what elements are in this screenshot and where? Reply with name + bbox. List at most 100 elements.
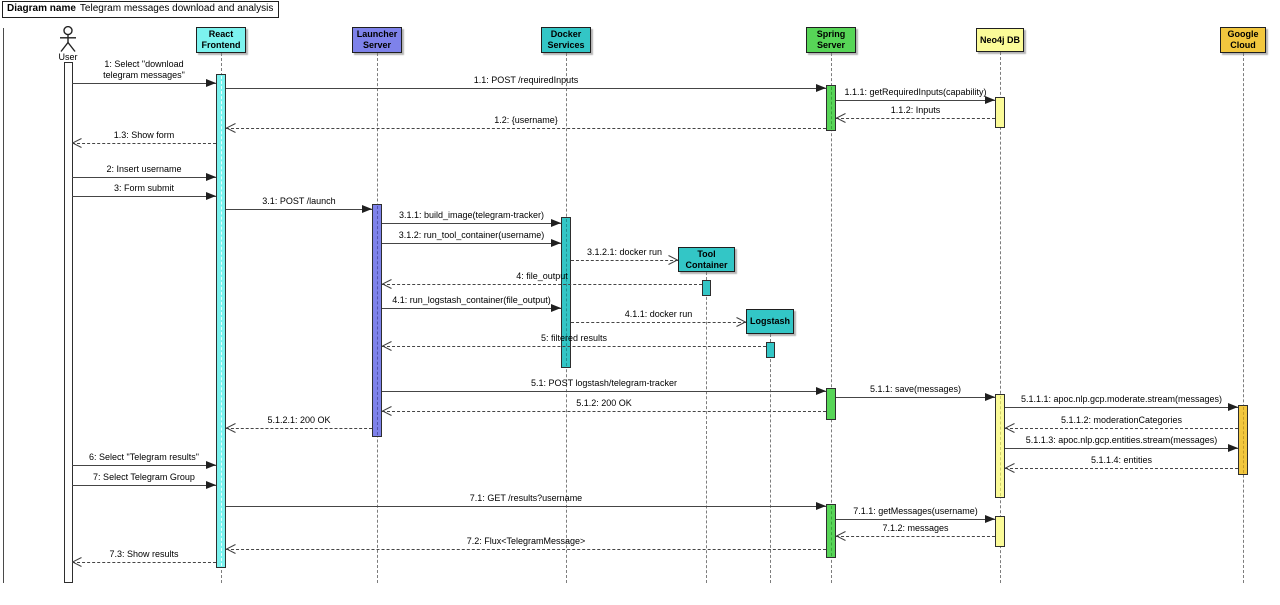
message-line-6 [72,465,216,466]
message-label-7-2: 7.2: Flux<TelegramMessage> [466,536,586,546]
message-label-1-1: 1.1: POST /requiredInputs [473,75,579,85]
message-label-3-1-2-1: 3.1.2.1: docker run [586,247,663,257]
lifeline-dash [377,206,378,435]
arrowhead-icon [816,386,826,395]
message-label-2: 2: Insert username [106,164,182,174]
message-line-7-1-2 [836,536,995,537]
message-label-7-1-2: 7.1.2: messages [882,523,949,533]
message-line-1-3 [72,143,216,144]
message-line-7-3 [72,562,216,563]
arrowhead-icon [382,279,392,289]
message-label-7-1: 7.1: GET /results?username [469,493,583,503]
message-line-4 [382,284,702,285]
participant-logstash: Logstash [746,309,794,334]
message-line-5-1 [382,391,826,392]
activation-tool-container-0 [701,280,711,296]
lifeline-dash [831,87,832,129]
arrowhead-icon [382,341,392,351]
message-line-5-1-2 [382,411,826,412]
message-line-4-1-1 [571,322,746,323]
message-label-1-1-1: 1.1.1: getRequiredInputs(capability) [844,87,987,97]
message-line-5-1-1-4 [1005,468,1238,469]
activation-spring-server-1 [826,388,836,420]
actor-icon [55,25,81,58]
message-line-1-1-2 [836,118,995,119]
message-label-7-3: 7.3: Show results [109,549,179,559]
participant-launcher-server: Launcher Server [352,27,402,53]
diagram-title-text: Telegram messages download and analysis [79,3,274,14]
arrowhead-icon [206,172,216,181]
lifeline-dash [566,219,567,366]
arrowhead-icon [985,392,995,401]
participant-spring-server: Spring Server [806,27,856,53]
arrowhead-icon [736,317,746,327]
message-label-4-1: 4.1: run_logstash_container(file_output) [392,295,551,305]
message-line-5-1-1-1 [1005,407,1238,408]
message-label-6: 6: Select "Telegram results" [89,452,199,462]
arrowhead-icon [206,191,216,200]
message-label-5-1-2-1: 5.1.2.1: 200 OK [267,415,331,425]
arrowhead-icon [836,113,846,123]
message-line-5-1-2-1 [226,428,372,429]
activation-user-0 [63,62,73,583]
message-label-5-1-1-3: 5.1.1.3: apoc.nlp.gcp.entities.stream(me… [1025,435,1218,445]
participant-user: User [58,52,78,62]
activation-launcher-server-0 [372,204,382,437]
message-line-1 [72,83,216,84]
arrowhead-icon [226,123,236,133]
message-line-1-2 [226,128,826,129]
message-line-3-1-2 [382,243,561,244]
arrowhead-icon [816,83,826,92]
arrowhead-icon [1005,423,1015,433]
message-label-7-1-1: 7.1.1: getMessages(username) [853,506,978,516]
activation-spring-server-0 [826,85,836,131]
participant-react-frontend: React Frontend [196,27,246,53]
activation-react-frontend-0 [216,74,226,568]
arrowhead-icon [668,255,678,265]
message-label-5-1: 5.1: POST logstash/telegram-tracker [531,378,677,388]
arrowhead-icon [72,557,82,567]
message-line-2 [72,177,216,178]
message-label-3-1-1: 3.1.1: build_image(telegram-tracker) [398,210,545,220]
message-label-1: 1: Select "download telegram messages" [103,59,185,80]
arrowhead-icon [226,544,236,554]
message-label-5-1-1: 5.1.1: save(messages) [869,384,962,394]
message-label-1-2: 1.2: {username} [494,115,558,125]
arrowhead-icon [1228,443,1238,452]
lifeline-spring-server [831,53,832,583]
arrowhead-icon [206,78,216,87]
message-label-5-1-1-1: 5.1.1.1: apoc.nlp.gcp.moderate.stream(me… [1020,394,1223,404]
message-line-5 [382,346,766,347]
message-line-5-1-1-2 [1005,428,1238,429]
message-label-1-1-2: 1.1.2: Inputs [890,105,941,115]
arrowhead-icon [1228,402,1238,411]
activation-google-cloud-0 [1238,405,1248,475]
message-label-7: 7: Select Telegram Group [93,472,195,482]
arrowhead-icon [985,95,995,104]
arrowhead-icon [72,138,82,148]
participant-tool-container: Tool Container [678,247,735,272]
message-line-7-2 [226,549,826,550]
arrowhead-icon [551,238,561,247]
lifeline-google-cloud [1243,53,1244,583]
message-label-4-1-1: 4.1.1: docker run [624,309,693,319]
message-label-3: 3: Form submit [113,183,175,193]
arrowhead-icon [551,303,561,312]
activation-neo4j-db-0 [995,97,1005,128]
message-line-3 [72,196,216,197]
lifeline-dash [1243,407,1244,473]
message-label-3-1: 3.1: POST /launch [262,196,336,206]
message-line-3-1 [226,209,372,210]
diagram-title-label: Diagram name [7,3,76,14]
arrowhead-icon [226,423,236,433]
diagram-left-border [3,28,4,583]
message-label-5: 5: filtered results [540,333,608,343]
activation-spring-server-2 [826,504,836,558]
activation-docker-services-0 [561,217,571,368]
message-label-5-1-1-2: 5.1.1.2: moderationCategories [1060,415,1183,425]
lifeline-neo4j-db [1000,52,1001,583]
message-label-5-1-1-4: 5.1.1.4: entities [1090,455,1153,465]
activation-neo4j-db-2 [995,516,1005,547]
